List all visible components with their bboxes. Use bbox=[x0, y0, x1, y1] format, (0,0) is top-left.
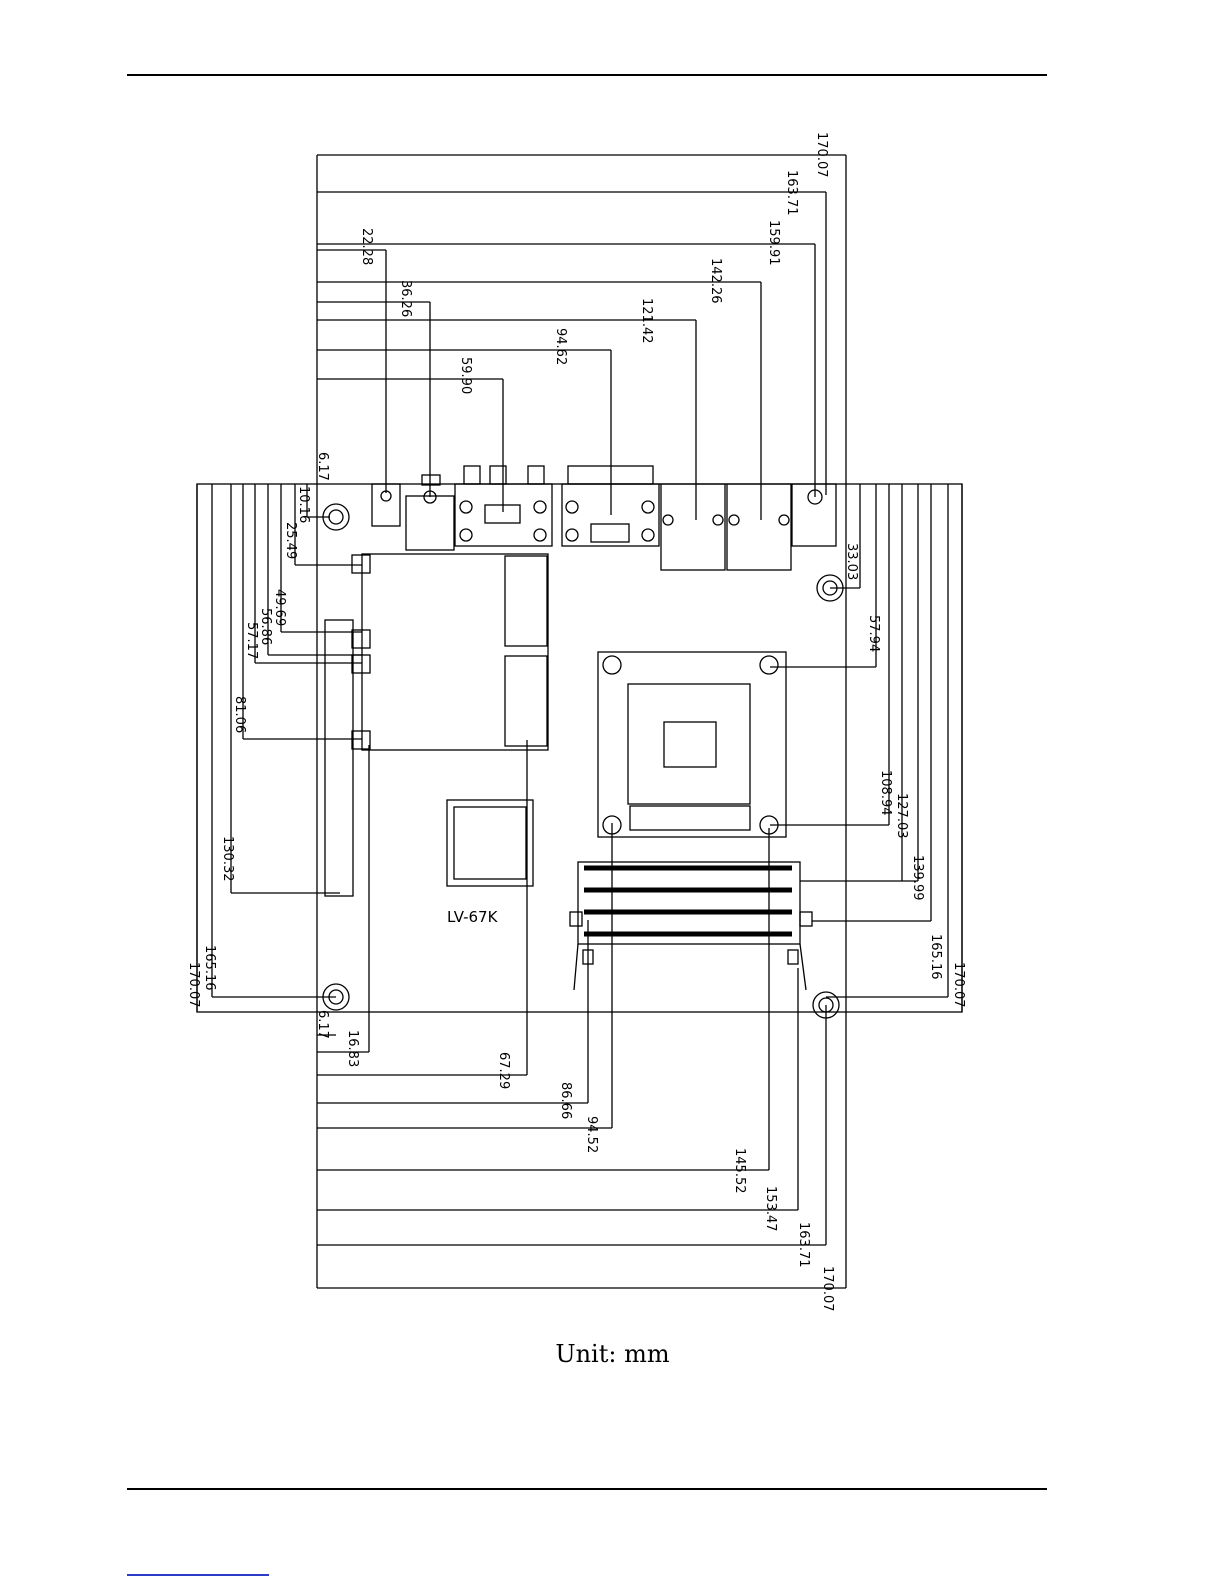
dim-left-130-32: 130.32 bbox=[220, 836, 235, 882]
dim-top-159-91: 159.91 bbox=[766, 220, 781, 266]
dim-left-10-16: 10.16 bbox=[296, 486, 311, 523]
footer-link-underline[interactable] bbox=[127, 1574, 269, 1576]
dim-bot-6-17: 6.17 bbox=[315, 1010, 330, 1039]
dim-left-165-16: 165.16 bbox=[202, 945, 217, 991]
dim-right-57-94: 57.94 bbox=[866, 615, 881, 652]
dim-right-33-03: 33.03 bbox=[844, 543, 859, 580]
dim-left-57-17: 57.17 bbox=[244, 622, 259, 659]
dim-left-49-69: 49.69 bbox=[272, 589, 287, 626]
mounting-holes bbox=[323, 504, 843, 1018]
dim-bot-153-47: 153.47 bbox=[763, 1186, 778, 1232]
dim-top-59-90: 59.90 bbox=[458, 357, 473, 394]
left-dimension-lines bbox=[197, 484, 362, 1012]
cpu-socket bbox=[598, 652, 786, 837]
dim-bot-94-52: 94.52 bbox=[584, 1116, 599, 1153]
right-dimension-lines bbox=[770, 484, 962, 1012]
dim-top-22-28: 22.28 bbox=[359, 228, 374, 265]
dim-bot-16-83: 16.83 bbox=[345, 1030, 360, 1067]
dim-right-165-16: 165.16 bbox=[928, 934, 943, 980]
dim-left-170-07: 170.07 bbox=[186, 962, 201, 1008]
dim-bot-145-52: 145.52 bbox=[732, 1148, 747, 1194]
footer-rule bbox=[127, 1488, 1047, 1490]
dim-left-56-86: 56.86 bbox=[258, 608, 273, 645]
dim-bot-163-71: 163.71 bbox=[796, 1222, 811, 1268]
top-dimension-lines bbox=[317, 155, 846, 520]
dim-bot-170-07: 170.07 bbox=[820, 1266, 835, 1312]
dim-left-81-06: 81.06 bbox=[232, 696, 247, 733]
dim-bot-67-29: 67.29 bbox=[496, 1052, 511, 1089]
dim-right-139-99: 139.99 bbox=[910, 855, 925, 901]
chip-label: LV-67K bbox=[447, 908, 499, 926]
dim-bot-86-66: 86.66 bbox=[558, 1082, 573, 1119]
dim-right-108-94: 108.94 bbox=[878, 770, 893, 816]
dim-right-170-07: 170.07 bbox=[951, 962, 966, 1008]
dim-top-6-17: 6.17 bbox=[315, 452, 330, 481]
dim-top-94-62: 94.62 bbox=[553, 328, 568, 365]
dim-top-36-26: 36.26 bbox=[398, 280, 413, 317]
dim-left-25-49: 25.49 bbox=[283, 522, 298, 559]
dim-top-121-42: 121.42 bbox=[639, 298, 654, 344]
dim-top-170-07: 170.07 bbox=[814, 132, 829, 178]
dimm-sockets bbox=[570, 862, 812, 990]
dim-top-142-26: 142.26 bbox=[708, 258, 723, 304]
dim-top-163-71: 163.71 bbox=[784, 170, 799, 216]
chipset bbox=[447, 800, 533, 886]
dimension-labels: 170.07 163.71 159.91 142.26 121.42 94.62… bbox=[186, 132, 966, 1312]
unit-caption: Unit: mm bbox=[0, 1340, 1225, 1368]
ide-header bbox=[325, 620, 353, 896]
dim-right-127-03: 127.03 bbox=[894, 793, 909, 839]
slot-area bbox=[352, 554, 548, 750]
